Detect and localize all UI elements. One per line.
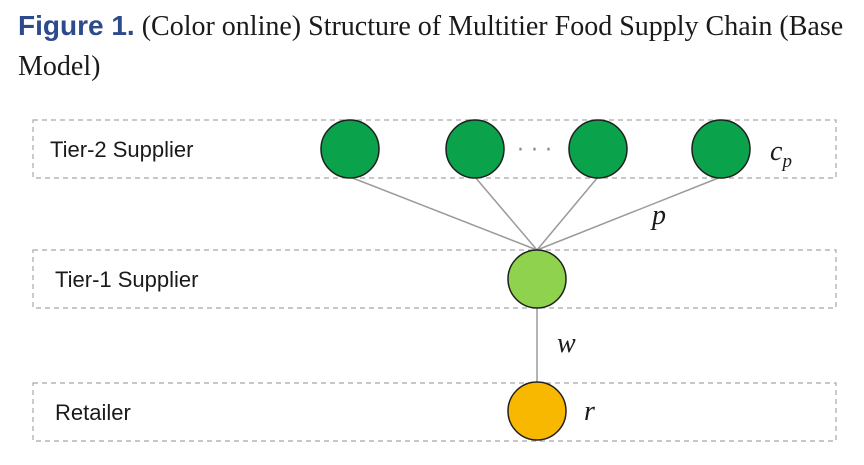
tier-2-node-2 <box>445 119 505 179</box>
tier-1-box <box>32 249 837 309</box>
retailer-box <box>32 382 837 442</box>
edge-tier2-4 <box>536 176 722 251</box>
tier-2-node-3 <box>568 119 628 179</box>
figure-caption: Figure 1. (Color online) Structure of Mu… <box>18 6 848 87</box>
edge-tier2-3 <box>536 176 599 251</box>
tier-2-box <box>32 119 837 179</box>
edge-tier2-1 <box>349 176 538 251</box>
retailer-node <box>507 381 567 441</box>
tier2-param-label: cp <box>770 136 792 172</box>
link-tier2-param: p <box>650 200 666 231</box>
figure-caption-text: (Color online) Structure of Multitier Fo… <box>18 11 844 82</box>
link-tier1-param: w <box>557 328 576 359</box>
tier-2-node-1 <box>320 119 380 179</box>
retailer-param: r <box>584 396 595 427</box>
tier2-param-sub: p <box>780 151 792 172</box>
tier2-param-base: c <box>770 136 783 167</box>
tier-1-node <box>507 249 567 309</box>
figure-label: Figure 1. <box>18 10 135 41</box>
tier-2-label: Tier-2 Supplier <box>50 137 193 162</box>
retailer-label: Retailer <box>55 400 131 425</box>
tier-1-label: Tier-1 Supplier <box>55 267 198 292</box>
edge-tier2-2 <box>474 176 538 251</box>
ellipsis: · · · <box>517 138 552 163</box>
tier-2-node-4 <box>691 119 751 179</box>
